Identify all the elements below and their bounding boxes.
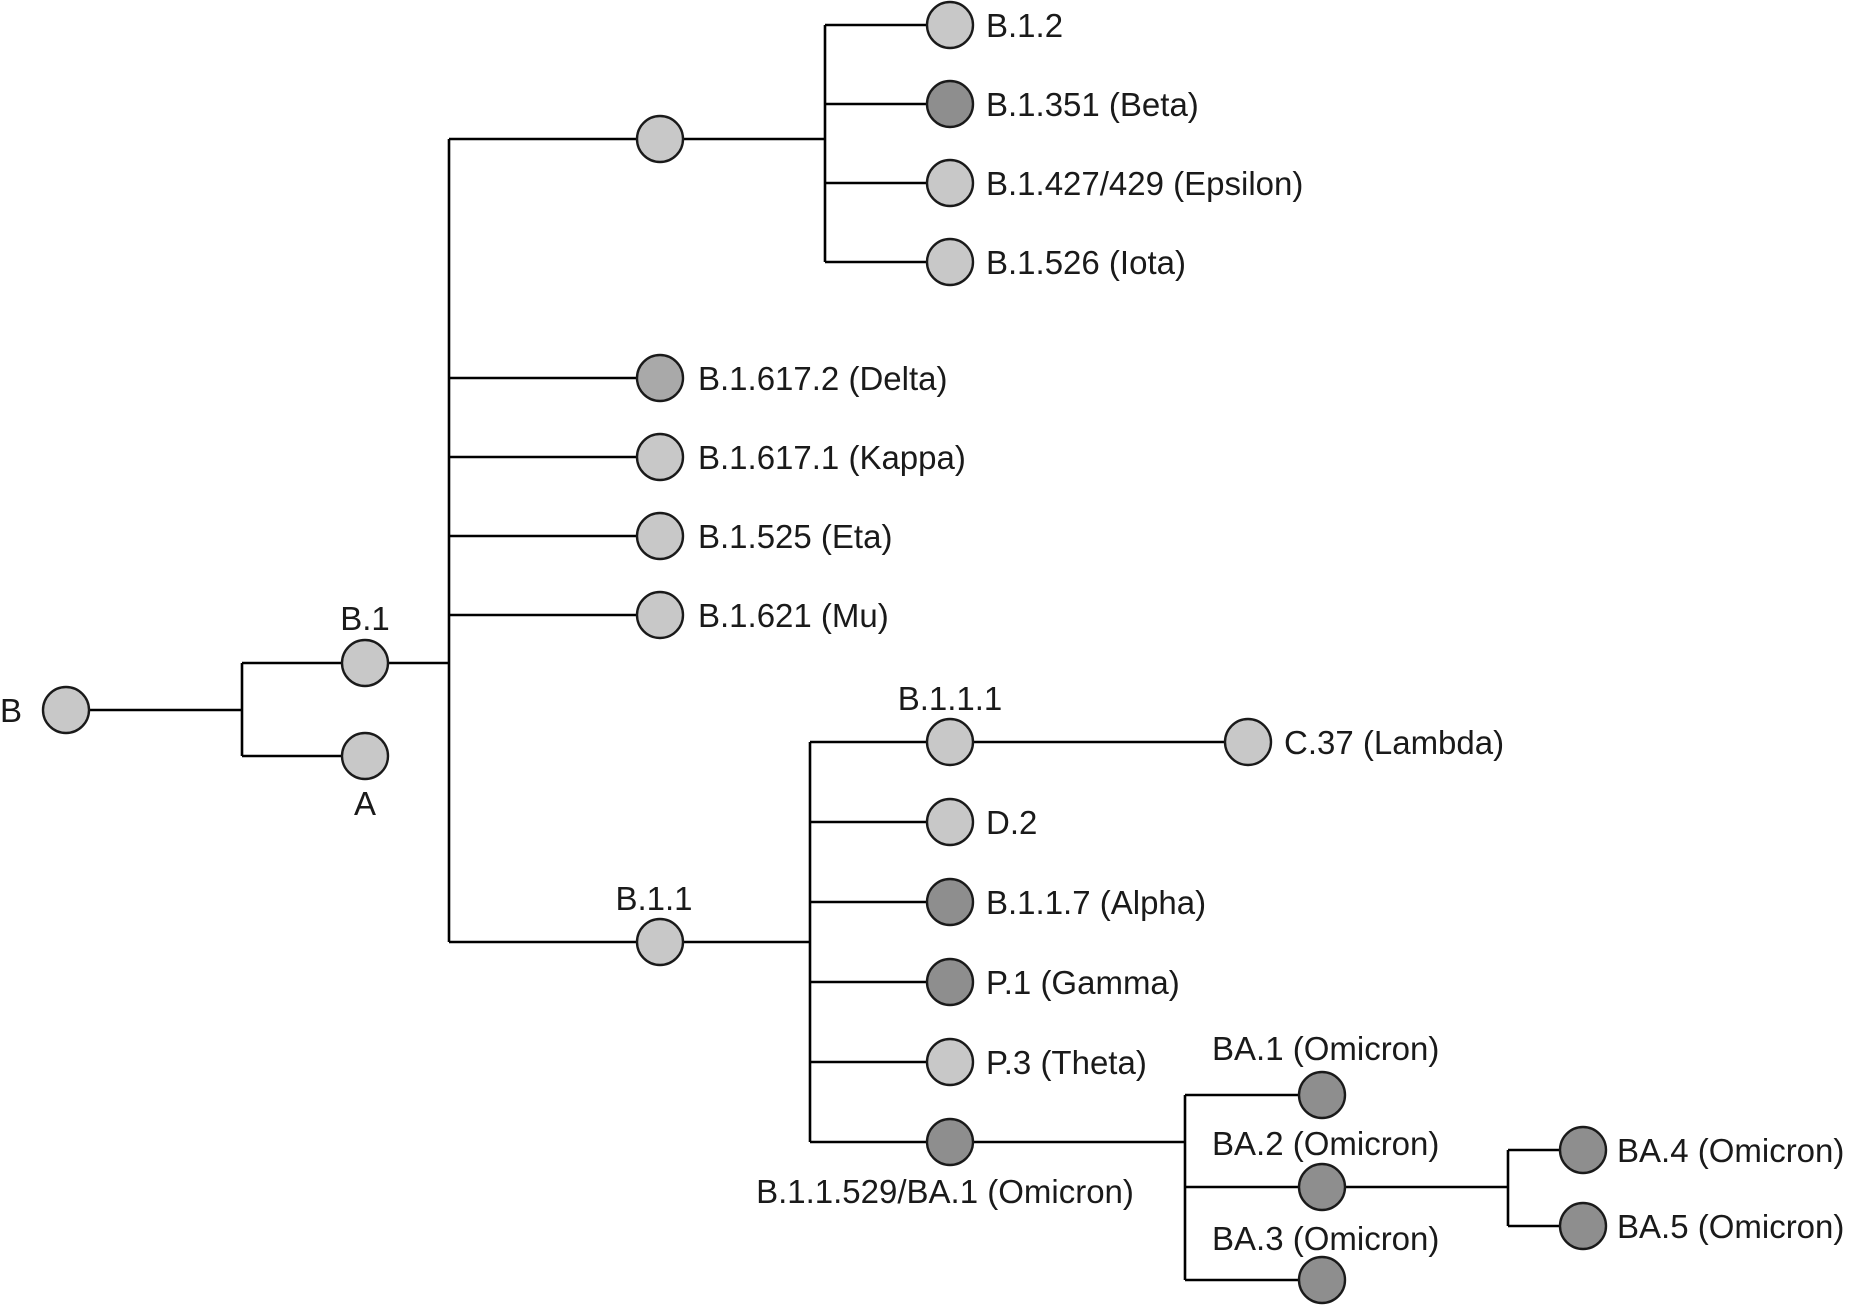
label-b-1-1: B.1.1 [615,880,692,917]
node-ba4 [1558,1125,1608,1175]
label-ba4: BA.4 (Omicron) [1617,1132,1844,1169]
label-a: A [354,785,376,822]
node-eta [635,511,685,561]
node-b [41,685,91,735]
label-gamma: P.1 (Gamma) [986,964,1180,1001]
node-ba3 [1297,1255,1347,1305]
node-b1-subclade [635,114,685,164]
label-beta: B.1.351 (Beta) [986,86,1199,123]
node-omicron-b11529 [925,1117,975,1167]
label-epsilon: B.1.427/429 (Epsilon) [986,165,1303,202]
node-ba1 [1297,1070,1347,1120]
tree-nodes [41,0,1608,1305]
node-iota [925,237,975,287]
label-eta: B.1.525 (Eta) [698,518,892,555]
node-theta [925,1037,975,1087]
node-ba5 [1558,1201,1608,1251]
node-alpha [925,877,975,927]
node-epsilon [925,158,975,208]
label-b1: B.1 [340,600,390,637]
node-lambda [1223,717,1273,767]
label-iota: B.1.526 (Iota) [986,244,1186,281]
label-mu: B.1.621 (Mu) [698,597,889,634]
node-b-1-2 [925,0,975,50]
label-b-1-1-1: B.1.1.1 [898,680,1003,717]
label-delta: B.1.617.2 (Delta) [698,360,947,397]
node-mu [635,590,685,640]
tree-labels: B B.1 A B.1.2 B.1.351 (Beta) B.1.427/429… [0,7,1844,1257]
node-b1 [340,638,390,688]
node-beta [925,79,975,129]
label-omicron-b11529: B.1.1.529/BA.1 (Omicron) [756,1173,1134,1210]
label-alpha: B.1.1.7 (Alpha) [986,884,1206,921]
node-d2 [925,797,975,847]
label-root-b: B [0,692,22,729]
label-ba2: BA.2 (Omicron) [1212,1125,1439,1162]
label-b-1-2: B.1.2 [986,7,1063,44]
label-lambda: C.37 (Lambda) [1284,724,1504,761]
label-ba5: BA.5 (Omicron) [1617,1208,1844,1245]
label-ba3: BA.3 (Omicron) [1212,1220,1439,1257]
label-ba1: BA.1 (Omicron) [1212,1030,1439,1067]
node-b-1-1-1 [925,717,975,767]
node-a [340,731,390,781]
node-b-1-1 [635,917,685,967]
label-d2: D.2 [986,804,1037,841]
node-kappa [635,432,685,482]
node-gamma [925,957,975,1007]
tree-edges [66,23,1563,1282]
node-ba2 [1297,1162,1347,1212]
label-theta: P.3 (Theta) [986,1044,1147,1081]
node-delta [635,353,685,403]
label-kappa: B.1.617.1 (Kappa) [698,439,966,476]
